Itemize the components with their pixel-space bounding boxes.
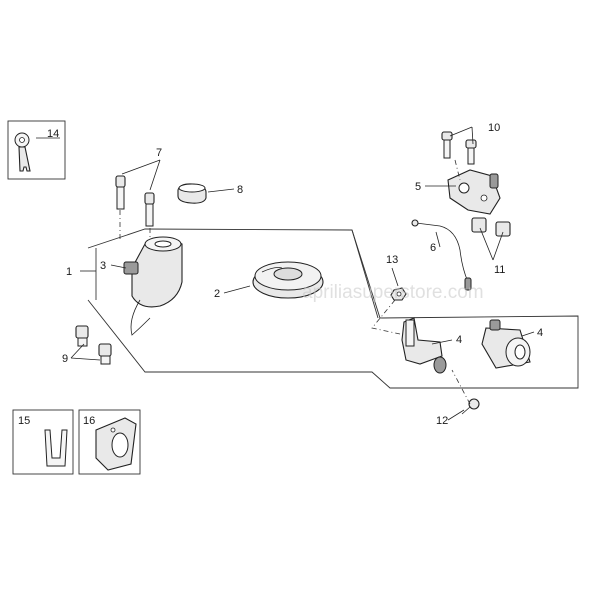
callout-10: 10 (488, 122, 500, 134)
callout-11: 11 (494, 264, 505, 276)
lock-set-outline (87, 228, 579, 389)
seat-lock-part-4 (401, 317, 447, 374)
pins-part-9 (75, 325, 112, 365)
callout-4-cylinder: 4 (537, 327, 543, 339)
callout-4-seat-lock: 4 (456, 334, 462, 346)
assembly-lines (371, 159, 471, 405)
cable-part-6 (411, 219, 472, 291)
callout-5: 5 (415, 181, 421, 193)
callout-12: 12 (436, 415, 448, 427)
callout-numbers: 14 7 8 1 3 2 9 10 5 6 11 13 4 4 12 15 16 (18, 122, 543, 427)
cover-plate-icon (95, 417, 137, 471)
callout-9: 9 (62, 353, 68, 365)
clips-part-11 (471, 217, 511, 237)
bracket-part-5 (447, 169, 501, 215)
nut-part-13 (390, 287, 407, 301)
lock-cylinder-part-4 (481, 319, 531, 369)
callout-7: 7 (156, 147, 162, 159)
callout-2: 2 (214, 288, 220, 300)
key-icon (14, 132, 31, 172)
callout-15: 15 (18, 415, 30, 427)
callout-1: 1 (66, 266, 72, 278)
callout-8: 8 (237, 184, 243, 196)
ignition-lock-part-1 (123, 236, 183, 336)
screw-part-12 (461, 398, 480, 415)
screws-part-7 (115, 175, 155, 240)
callout-14: 14 (47, 128, 59, 140)
inset-box-14 (7, 120, 66, 180)
watermark: apriliasuperstore.com (302, 282, 484, 303)
clip-icon (44, 429, 68, 467)
bolts-part-10 (441, 131, 477, 165)
inset-box-15 (12, 409, 74, 475)
callout-13: 13 (386, 254, 398, 266)
fuel-cap-part-2 (252, 261, 324, 299)
callout-6: 6 (430, 242, 436, 254)
inset-box-16 (78, 409, 141, 475)
leader-lines (36, 126, 535, 421)
callout-3: 3 (100, 260, 106, 272)
callout-16: 16 (83, 415, 95, 427)
ring-part-8 (177, 183, 207, 204)
